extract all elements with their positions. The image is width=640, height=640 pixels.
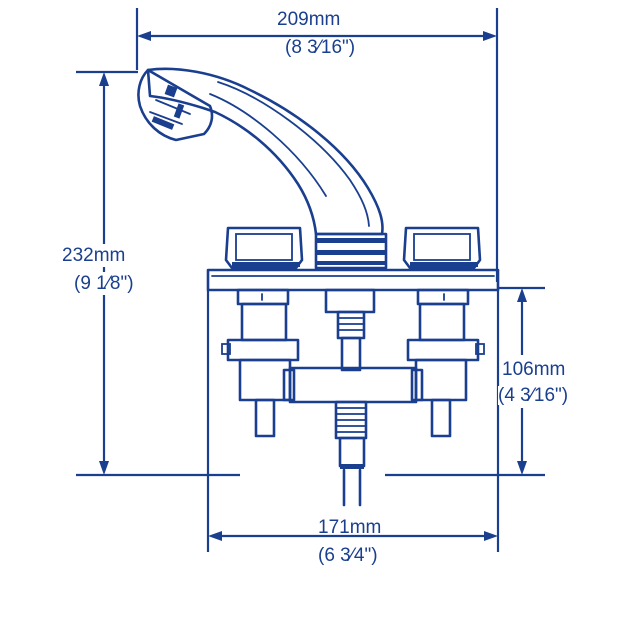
mixer-bar [282,366,424,404]
left-handle [224,226,304,270]
right-height-mm-label: 106mm [502,359,566,380]
top-width-imperial-label: (8 3⁄16") [285,37,356,58]
outlet-hose [334,400,368,507]
spout [137,67,388,270]
deck-plate [206,268,500,292]
left-height-mm-label: 232mm [62,244,126,267]
left-valve [221,288,300,438]
top-width-dimension [135,8,499,282]
left-height-imperial-label: (9 1⁄8") [74,272,134,295]
bottom-width-dimension [206,290,500,552]
right-valve [406,288,485,438]
right-height-imperial-label: (4 3⁄16") [498,385,569,406]
bottom-width-mm-label: 171mm [318,517,382,538]
right-handle [402,226,482,270]
center-shank [324,288,376,372]
right-height-dimension [385,286,545,477]
bottom-width-imperial-label: (6 3⁄4") [318,545,378,566]
top-width-mm-label: 209mm [277,9,341,30]
